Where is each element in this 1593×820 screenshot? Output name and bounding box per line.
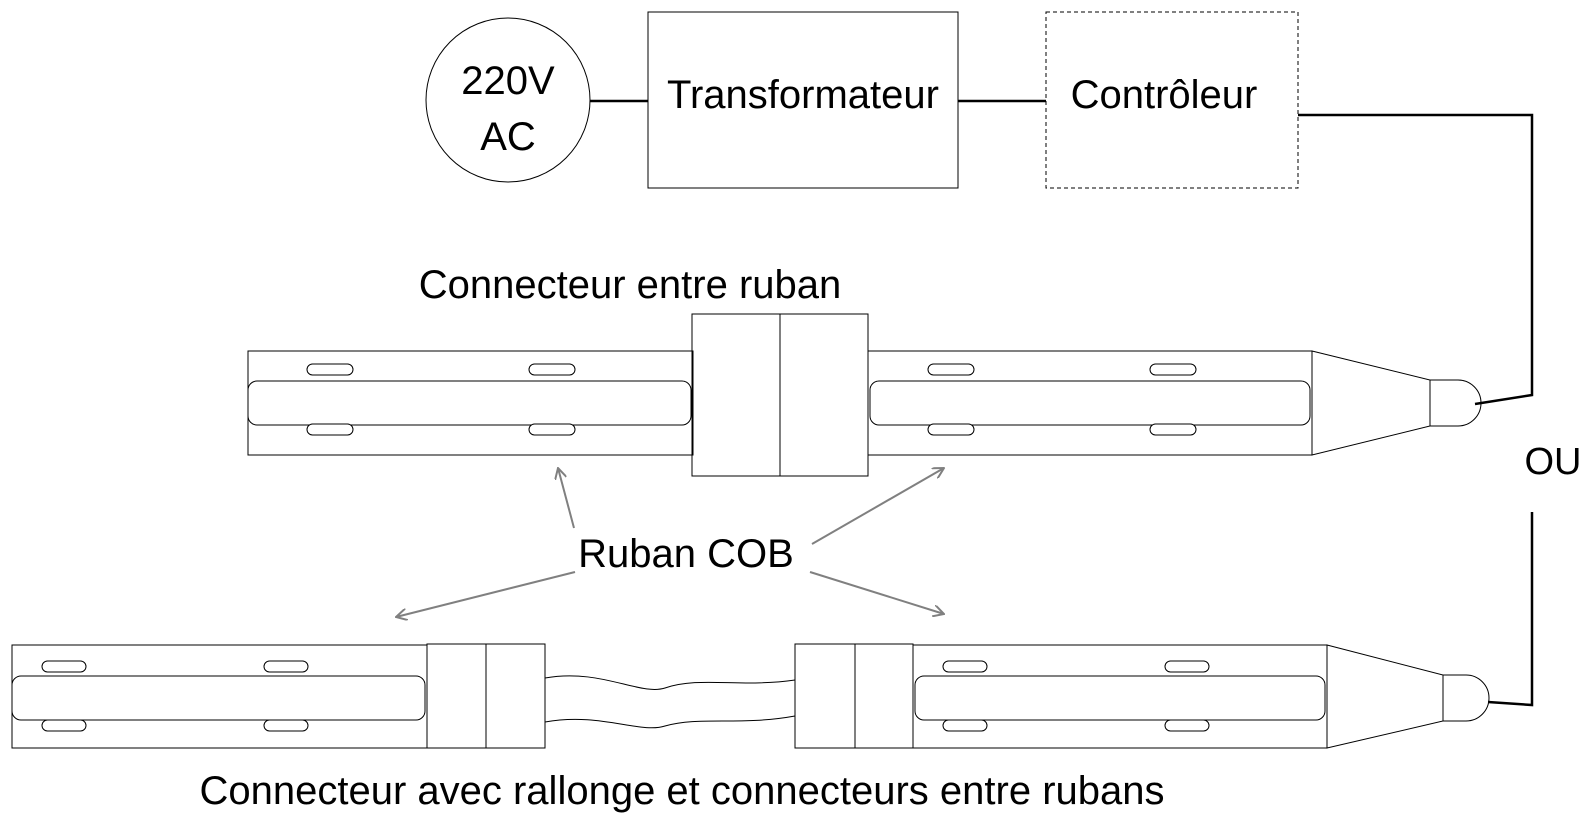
top-connector-caption: Connecteur entre ruban (419, 263, 842, 307)
arrow-to-top-right-strip (811, 468, 944, 545)
arrow-to-bottom-left-strip (396, 571, 576, 617)
transformer-label: Transformateur (667, 73, 939, 117)
extension-connector-right (794, 643, 914, 749)
source-type-label: AC (480, 115, 536, 159)
extension-cable (544, 675, 796, 729)
cob-strip-bottom-right (912, 644, 1328, 749)
transformer-box: Transformateur (647, 11, 959, 189)
arrow-to-bottom-right-strip (809, 571, 944, 614)
strip-to-strip-connector (691, 313, 869, 477)
controller-label: Contrôleur (1071, 73, 1258, 117)
cob-strip-label: Ruban COB (578, 532, 794, 576)
cob-strip-top-left (247, 350, 694, 456)
wire-controller-bottom-strip (1487, 512, 1534, 707)
cob-strip-bottom-left (11, 644, 428, 749)
power-source: 220V AC (425, 17, 591, 183)
controller-box: Contrôleur (1045, 11, 1299, 189)
or-label: OU (1525, 441, 1582, 483)
cob-strip-top-right (867, 350, 1313, 456)
bottom-power-plug (1326, 644, 1490, 749)
bottom-connector-caption: Connecteur avec rallonge et connecteurs … (199, 769, 1164, 813)
source-voltage-label: 220V (461, 59, 555, 103)
arrow-to-top-left-strip (558, 468, 575, 529)
top-power-plug (1311, 350, 1482, 456)
extension-connector-left (426, 643, 546, 749)
wire-controller-top-strip (1298, 113, 1534, 406)
